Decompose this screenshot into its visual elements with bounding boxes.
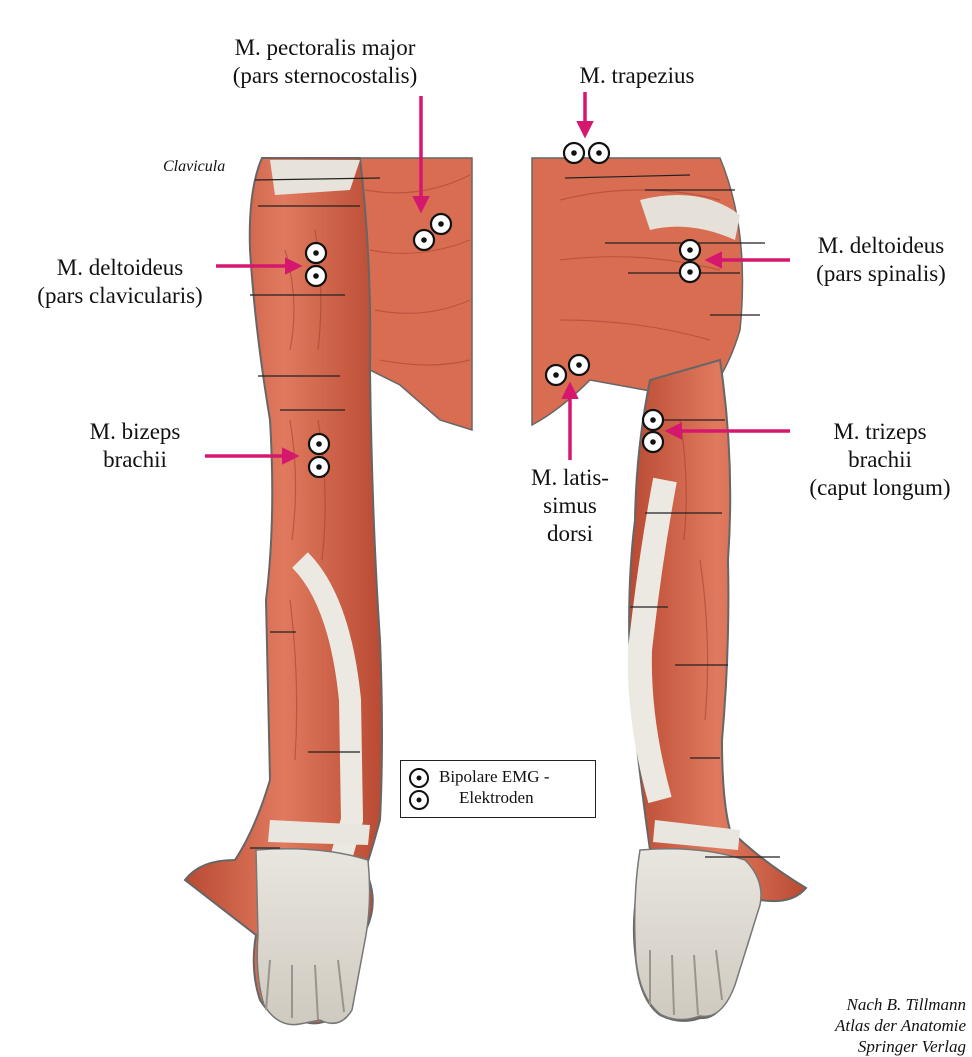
- front-arm: [185, 158, 472, 1025]
- credit-line3: Springer Verlag: [835, 1036, 966, 1057]
- label-trizeps-line2: brachii: [790, 446, 970, 474]
- legend-electrode-icon: [407, 767, 435, 813]
- label-latissimus-line1: M. latis-: [510, 464, 630, 492]
- label-bizeps-line1: M. bizeps: [60, 418, 210, 446]
- electrode-dot: [316, 441, 322, 447]
- electrode-dot: [438, 221, 444, 227]
- label-deltoideus-back-line2: (pars spinalis): [795, 260, 967, 288]
- legend-box: Bipolare EMG - Elektroden: [400, 760, 596, 818]
- electrode-dot: [571, 150, 577, 156]
- electrode-dot: [316, 464, 322, 470]
- credit-text: Nach B. Tillmann Atlas der Anatomie Spri…: [835, 994, 966, 1057]
- electrode-dot: [313, 273, 319, 279]
- label-pectoralis-line1: M. pectoralis major: [205, 34, 445, 62]
- label-latissimus-line2: simus: [510, 492, 630, 520]
- label-pectoralis-line2: (pars sternocostalis): [205, 62, 445, 90]
- label-pectoralis: M. pectoralis major (pars sternocostalis…: [205, 34, 445, 90]
- label-trizeps: M. trizeps brachii (caput longum): [790, 418, 970, 502]
- electrode-dot: [421, 237, 427, 243]
- electrode-dot: [313, 250, 319, 256]
- legend-line2: Elektroden: [459, 788, 534, 808]
- electrode-dot: [687, 269, 693, 275]
- label-deltoideus-front-line1: M. deltoideus: [15, 254, 225, 282]
- label-deltoideus-front-line2: (pars clavicularis): [15, 282, 225, 310]
- label-trizeps-line1: M. trizeps: [790, 418, 970, 446]
- credit-line2: Atlas der Anatomie: [835, 1015, 966, 1036]
- electrode-dot: [553, 372, 559, 378]
- label-trizeps-line3: (caput longum): [790, 474, 970, 502]
- label-deltoideus-front: M. deltoideus (pars clavicularis): [15, 254, 225, 310]
- label-deltoideus-back-line1: M. deltoideus: [795, 232, 967, 260]
- label-latissimus: M. latis- simus dorsi: [510, 464, 630, 548]
- credit-line1: Nach B. Tillmann: [835, 994, 966, 1015]
- label-trapezius-line1: M. trapezius: [552, 62, 722, 90]
- label-deltoideus-back: M. deltoideus (pars spinalis): [795, 232, 967, 288]
- label-bizeps: M. bizeps brachii: [60, 418, 210, 474]
- label-bizeps-line2: brachii: [60, 446, 210, 474]
- electrode-dot: [596, 150, 602, 156]
- front-hand: [256, 849, 370, 1025]
- label-latissimus-line3: dorsi: [510, 520, 630, 548]
- label-clavicula: Clavicula: [163, 158, 225, 176]
- electrode-dot: [650, 417, 656, 423]
- electrode-dot: [687, 247, 693, 253]
- label-trapezius: M. trapezius: [552, 62, 722, 90]
- back-hand: [635, 849, 761, 1020]
- electrode-dot: [576, 362, 582, 368]
- back-arm: [532, 158, 806, 1021]
- legend-line1: Bipolare EMG -: [439, 767, 549, 787]
- pectoralis-muscle: [360, 158, 472, 430]
- electrode-dot: [650, 439, 656, 445]
